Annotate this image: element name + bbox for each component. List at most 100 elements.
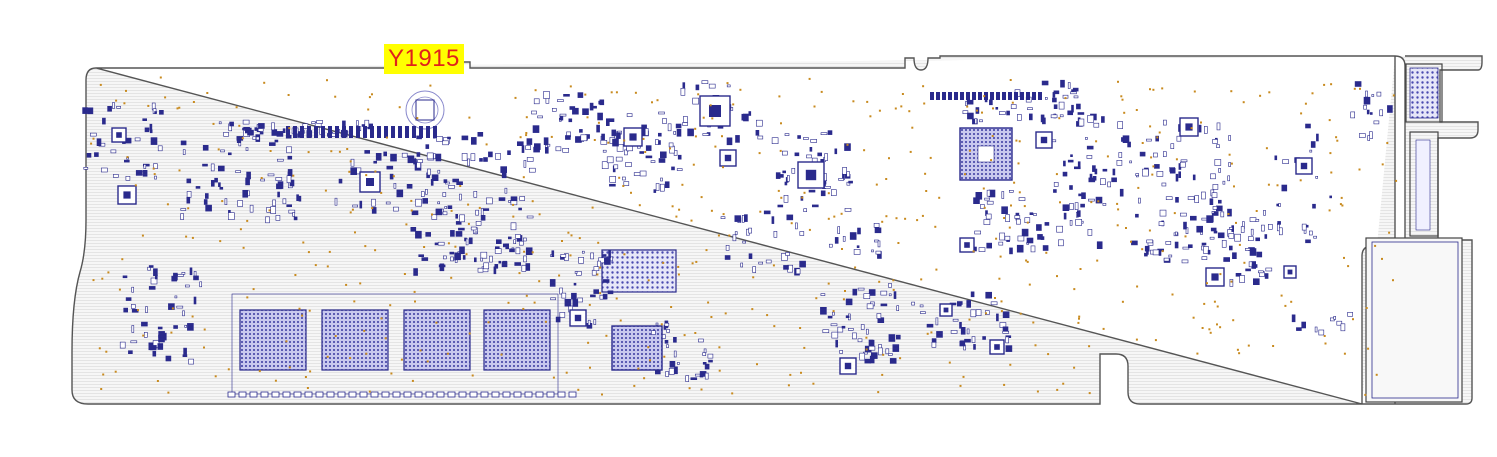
smd-component (223, 132, 229, 137)
smd-component (824, 153, 828, 161)
smd-component (777, 204, 784, 208)
test-point (1161, 87, 1164, 90)
smd-component (950, 330, 958, 334)
smd-component (771, 137, 779, 144)
smd-component (518, 240, 524, 246)
smd-component (257, 128, 264, 132)
test-point (1381, 257, 1383, 260)
smd-component (356, 120, 359, 126)
smd-component (590, 294, 596, 298)
smd-component (228, 152, 232, 156)
smd-component (1265, 267, 1273, 272)
smd-component (1209, 198, 1214, 205)
smd-component (1301, 223, 1307, 231)
smd-component (1187, 196, 1195, 200)
smd-component (410, 156, 414, 163)
smd-component (1004, 235, 1011, 241)
test-point (882, 353, 885, 356)
test-point (1193, 90, 1196, 93)
test-point (187, 207, 190, 210)
smd-component (1192, 174, 1196, 181)
test-point (690, 219, 693, 222)
smd-component (185, 284, 190, 288)
test-point (1121, 98, 1124, 101)
smd-component (465, 238, 469, 246)
test-point (1213, 300, 1216, 303)
smd-component (485, 197, 493, 205)
smd-component (837, 326, 844, 333)
smd-component (658, 158, 666, 163)
test-point (1019, 312, 1022, 315)
smd-component (102, 117, 106, 125)
test-point (1003, 383, 1006, 386)
smd-component (985, 291, 993, 299)
smd-component (477, 132, 484, 137)
smd-component (389, 173, 394, 180)
smd-component (561, 292, 567, 299)
smd-component (426, 152, 434, 160)
smd-component (436, 136, 443, 142)
smd-component (1053, 189, 1057, 193)
smd-component (1211, 211, 1215, 214)
smd-component (975, 309, 982, 317)
smd-component (1063, 212, 1067, 220)
smd-component (1058, 239, 1064, 247)
smd-component (316, 120, 323, 124)
resistor (260, 391, 269, 398)
test-point (694, 135, 697, 138)
test-point (966, 105, 969, 108)
smd-component (669, 360, 676, 368)
smd-component (1142, 168, 1149, 177)
smd-component (590, 252, 594, 260)
test-point (1015, 139, 1018, 142)
test-point (739, 88, 742, 91)
test-point (1173, 212, 1176, 215)
smd-component (515, 234, 521, 239)
test-point (618, 176, 621, 179)
test-point (649, 359, 651, 362)
smd-component (888, 283, 892, 288)
test-point (538, 213, 541, 216)
smd-component (555, 146, 562, 152)
smd-component (437, 201, 441, 205)
smd-component (286, 146, 292, 154)
capacitor (300, 126, 304, 138)
resistor (392, 391, 401, 398)
test-point (710, 316, 713, 318)
smd-component (1296, 327, 1302, 331)
capacitor (936, 92, 940, 100)
test-point (368, 96, 371, 99)
capacitor (377, 126, 381, 138)
test-point (100, 388, 103, 390)
test-point (1047, 353, 1050, 356)
smd-component (150, 277, 158, 285)
connector-side-right (1409, 131, 1439, 237)
smd-component (998, 111, 1006, 115)
smd-component (90, 132, 97, 137)
test-point (852, 100, 855, 103)
smd-component (1116, 160, 1123, 166)
ic-die (629, 133, 637, 141)
smd-component (442, 211, 448, 216)
test-point (349, 357, 352, 359)
smd-component (611, 129, 617, 137)
smd-component (1053, 90, 1060, 95)
smd-component (880, 303, 888, 307)
test-point (1078, 315, 1081, 318)
test-point (717, 234, 720, 237)
test-point (426, 360, 429, 363)
test-point (1000, 310, 1003, 313)
test-point (246, 296, 249, 299)
test-point (326, 265, 329, 268)
test-point (390, 372, 393, 375)
smd-component (202, 145, 209, 151)
smd-component (375, 153, 382, 161)
test-point (662, 261, 665, 264)
smd-component (1218, 168, 1221, 173)
test-point (552, 376, 555, 379)
test-point (633, 384, 636, 387)
smd-component (593, 289, 600, 294)
smd-component (1069, 185, 1073, 190)
smd-component (1229, 227, 1233, 230)
smd-component (421, 257, 429, 261)
